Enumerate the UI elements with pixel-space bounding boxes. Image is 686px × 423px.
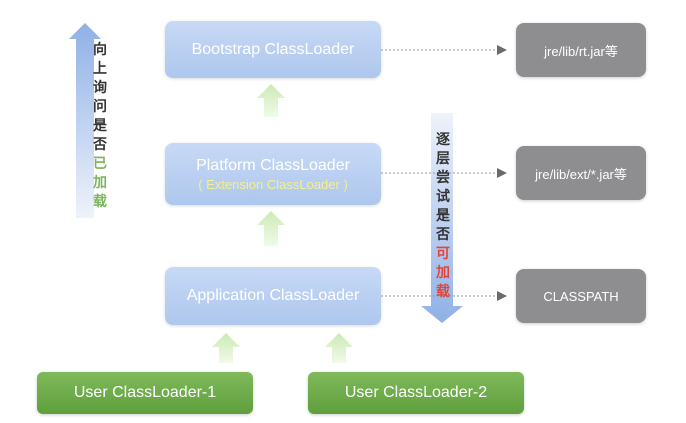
user-classloader-2-label: User ClassLoader-2 [344, 384, 488, 401]
left-char-0: 向 [93, 41, 107, 57]
application-classloader-label: Application ClassLoader [186, 287, 360, 304]
up-arrow-user1-to-application [212, 333, 240, 363]
up-arrow-platform-to-bootstrap [257, 84, 285, 117]
platform-path-label: jre/lib/ext/*.jar等 [535, 166, 627, 182]
up-arrow-user2-to-application [325, 333, 353, 363]
right-char-3: 试 [436, 188, 450, 204]
user-classloader-2-box: User ClassLoader-2 [308, 372, 524, 414]
user-classloader-1-box: User ClassLoader-1 [37, 372, 253, 414]
application-classloader-box: Application ClassLoader [165, 267, 381, 325]
left-char-3: 问 [93, 98, 107, 114]
extension-classloader-label: ( Extension ClassLoader ) [198, 176, 348, 192]
right-char-5: 否 [436, 226, 450, 242]
right-vertical-caption: 逐 层 尝 试 是 否 可 加 载 [433, 130, 453, 301]
connector-application-arrowhead [497, 291, 507, 301]
attempt-downward-arrow [421, 113, 463, 323]
application-path-box: CLASSPATH [516, 269, 646, 323]
bootstrap-path-box: jre/lib/rt.jar等 [516, 23, 646, 77]
left-char-2: 询 [93, 79, 107, 95]
platform-path-box: jre/lib/ext/*.jar等 [516, 146, 646, 200]
bootstrap-classloader-box: Bootstrap ClassLoader [165, 21, 381, 78]
left-char-5: 否 [93, 136, 107, 152]
application-path-label: CLASSPATH [543, 288, 619, 304]
connector-bootstrap-arrowhead [497, 45, 507, 55]
right-char-8: 载 [436, 283, 450, 299]
right-char-2: 尝 [436, 169, 450, 185]
left-char-8: 载 [93, 193, 107, 209]
right-char-4: 是 [436, 207, 450, 223]
right-char-1: 层 [436, 150, 450, 166]
left-char-7: 加 [93, 174, 107, 190]
right-char-0: 逐 [436, 131, 450, 147]
right-char-7: 加 [436, 264, 450, 280]
left-vertical-caption: 向 上 询 问 是 否 已 加 载 [90, 40, 110, 211]
left-char-1: 上 [93, 60, 107, 76]
bootstrap-classloader-label: Bootstrap ClassLoader [191, 40, 355, 58]
left-char-4: 是 [93, 117, 107, 133]
query-upward-arrow [69, 23, 101, 218]
up-arrow-application-to-platform [257, 211, 285, 246]
platform-classloader-box: Platform ClassLoader ( Extension ClassLo… [165, 143, 381, 205]
connector-platform-arrowhead [497, 168, 507, 178]
user-classloader-1-label: User ClassLoader-1 [73, 384, 217, 401]
right-char-6: 可 [436, 245, 450, 261]
bootstrap-path-label: jre/lib/rt.jar等 [544, 43, 618, 59]
platform-classloader-label: Platform ClassLoader [196, 156, 350, 174]
left-char-6: 已 [93, 155, 107, 171]
